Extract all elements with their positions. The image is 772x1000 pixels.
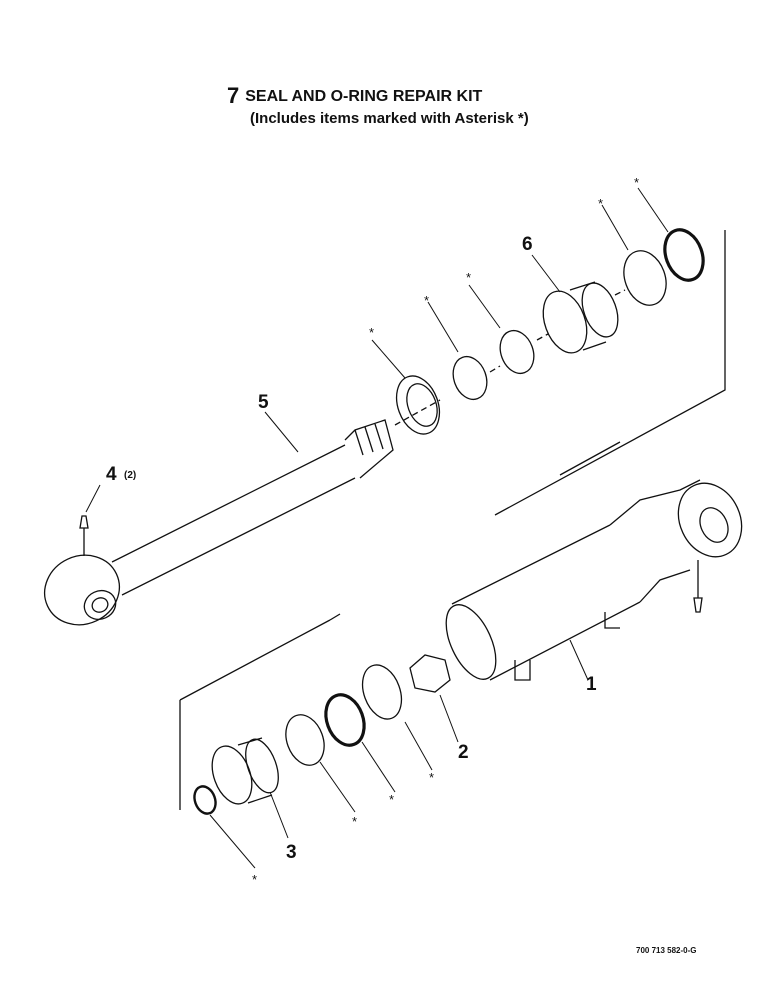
piston-rod: [44, 419, 394, 626]
asterisk-mark: *: [424, 293, 429, 308]
gland-backup-ring: [623, 250, 667, 306]
centerline: [394, 289, 626, 426]
callout-6: 6: [522, 234, 533, 255]
piston-seal-b: [285, 714, 325, 766]
piston-snap-ring: [193, 785, 217, 815]
callout-2: 2: [458, 742, 469, 763]
rod-seal-b: [452, 355, 488, 401]
rod-seal-c: [499, 329, 535, 375]
piston: [211, 737, 279, 805]
asterisk-mark: *: [369, 325, 374, 340]
asterisk-mark: *: [389, 792, 394, 807]
asterisk-mark: *: [252, 872, 257, 887]
rod-seal-a-inner: [406, 383, 438, 427]
asterisk-mark: *: [466, 270, 471, 285]
piston-seal-a: [361, 664, 403, 720]
callout-4-qty: (2): [124, 470, 136, 481]
gland-oring: [663, 228, 705, 282]
leader-lines: [85, 187, 669, 869]
boundary-dash: [329, 441, 621, 621]
boundary-line: [179, 230, 726, 810]
callout-1: 1: [586, 674, 597, 695]
asterisk-mark: *: [634, 175, 639, 190]
kit-number: 7: [227, 83, 240, 108]
drawing-code: 700 713 582-0-G: [636, 946, 697, 955]
callout-4: 4: [106, 464, 117, 485]
gland: [542, 281, 619, 354]
piston-oring: [324, 693, 366, 747]
rod-seal-a: [395, 375, 441, 435]
piston-nut: [409, 654, 451, 693]
kit-note: (Includes items marked with Asterisk *): [250, 110, 529, 127]
kit-title-text: SEAL AND O-RING REPAIR KIT: [245, 88, 483, 105]
callout-5: 5: [258, 392, 269, 413]
asterisk-mark: *: [429, 770, 434, 785]
cylinder-barrel: [445, 479, 743, 681]
asterisk-mark: *: [598, 196, 603, 211]
callout-3: 3: [286, 842, 297, 863]
asterisk-mark: *: [352, 814, 357, 829]
kit-title: 7 SEAL AND O-RING REPAIR KIT: [227, 83, 483, 108]
